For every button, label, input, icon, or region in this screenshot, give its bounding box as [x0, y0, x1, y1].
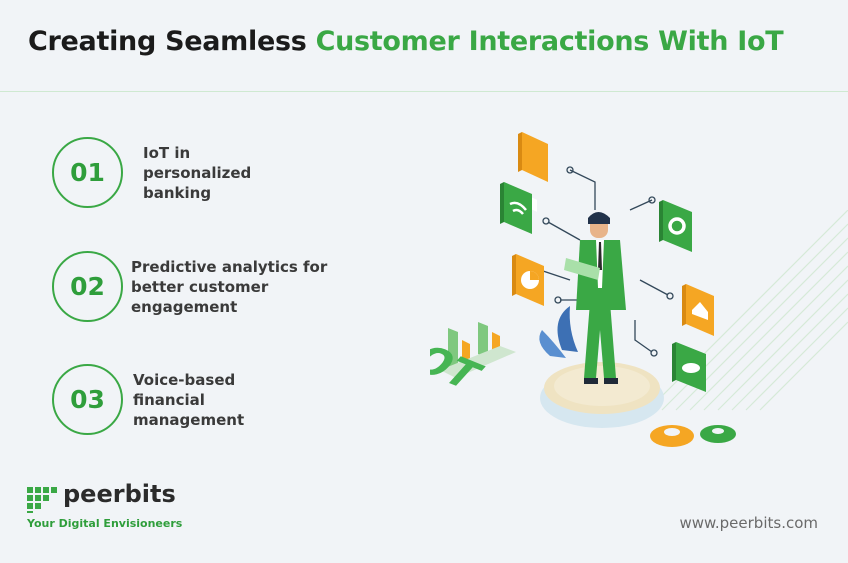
brand-logo: peerbits Your Digital Envisioneers	[27, 480, 182, 530]
cloud-icon	[672, 342, 706, 392]
peerbits-logo-icon	[27, 487, 57, 513]
brand-tagline: Your Digital Envisioneers	[27, 517, 183, 530]
home-icon	[682, 284, 714, 336]
platform	[540, 362, 664, 428]
item-text-line: Predictive analytics for	[131, 257, 328, 276]
bar-chart-icon	[440, 322, 516, 378]
item-text-line: IoT in	[143, 143, 191, 162]
plant-icon	[539, 306, 578, 358]
item-text-line: management	[133, 410, 245, 429]
item-text-line: banking	[143, 183, 212, 202]
item-text-line: engagement	[131, 297, 238, 316]
item-number-badge: 02	[52, 251, 123, 322]
brand-name: peerbits	[63, 480, 176, 508]
wifi-icon	[500, 182, 532, 234]
title-divider	[0, 91, 848, 92]
list-item-2: 02 Predictive analytics for better custo…	[52, 251, 341, 322]
item-number-badge: 03	[52, 364, 123, 435]
page-title: Creating Seamless Customer Interactions …	[28, 26, 784, 57]
title-part-2: Customer Interactions With IoT	[315, 26, 784, 57]
item-text-line: Voice-based	[133, 370, 236, 389]
list-item-1: 01 IoT in personalized banking	[52, 137, 353, 208]
item-text-line: personalized	[143, 163, 252, 182]
gears-icon	[650, 425, 736, 447]
connector-lines	[539, 166, 674, 357]
thumbs-up-icon	[518, 132, 548, 212]
item-text-line: better customer	[131, 277, 269, 296]
item-text: Predictive analytics for better customer…	[131, 257, 341, 317]
item-text-line: financial	[133, 390, 205, 409]
pie-chart-icon	[512, 254, 544, 306]
website-url[interactable]: www.peerbits.com	[679, 514, 818, 532]
iot-illustration: IOT	[430, 132, 736, 447]
person-figure	[564, 212, 626, 384]
list-item-3: 03 Voice-based financial management	[52, 364, 343, 435]
title-part-1: Creating Seamless	[28, 26, 316, 57]
item-text: Voice-based financial management	[133, 370, 343, 430]
item-text: IoT in personalized banking	[143, 143, 353, 203]
item-number-badge: 01	[52, 137, 123, 208]
gear-icon	[659, 200, 692, 252]
